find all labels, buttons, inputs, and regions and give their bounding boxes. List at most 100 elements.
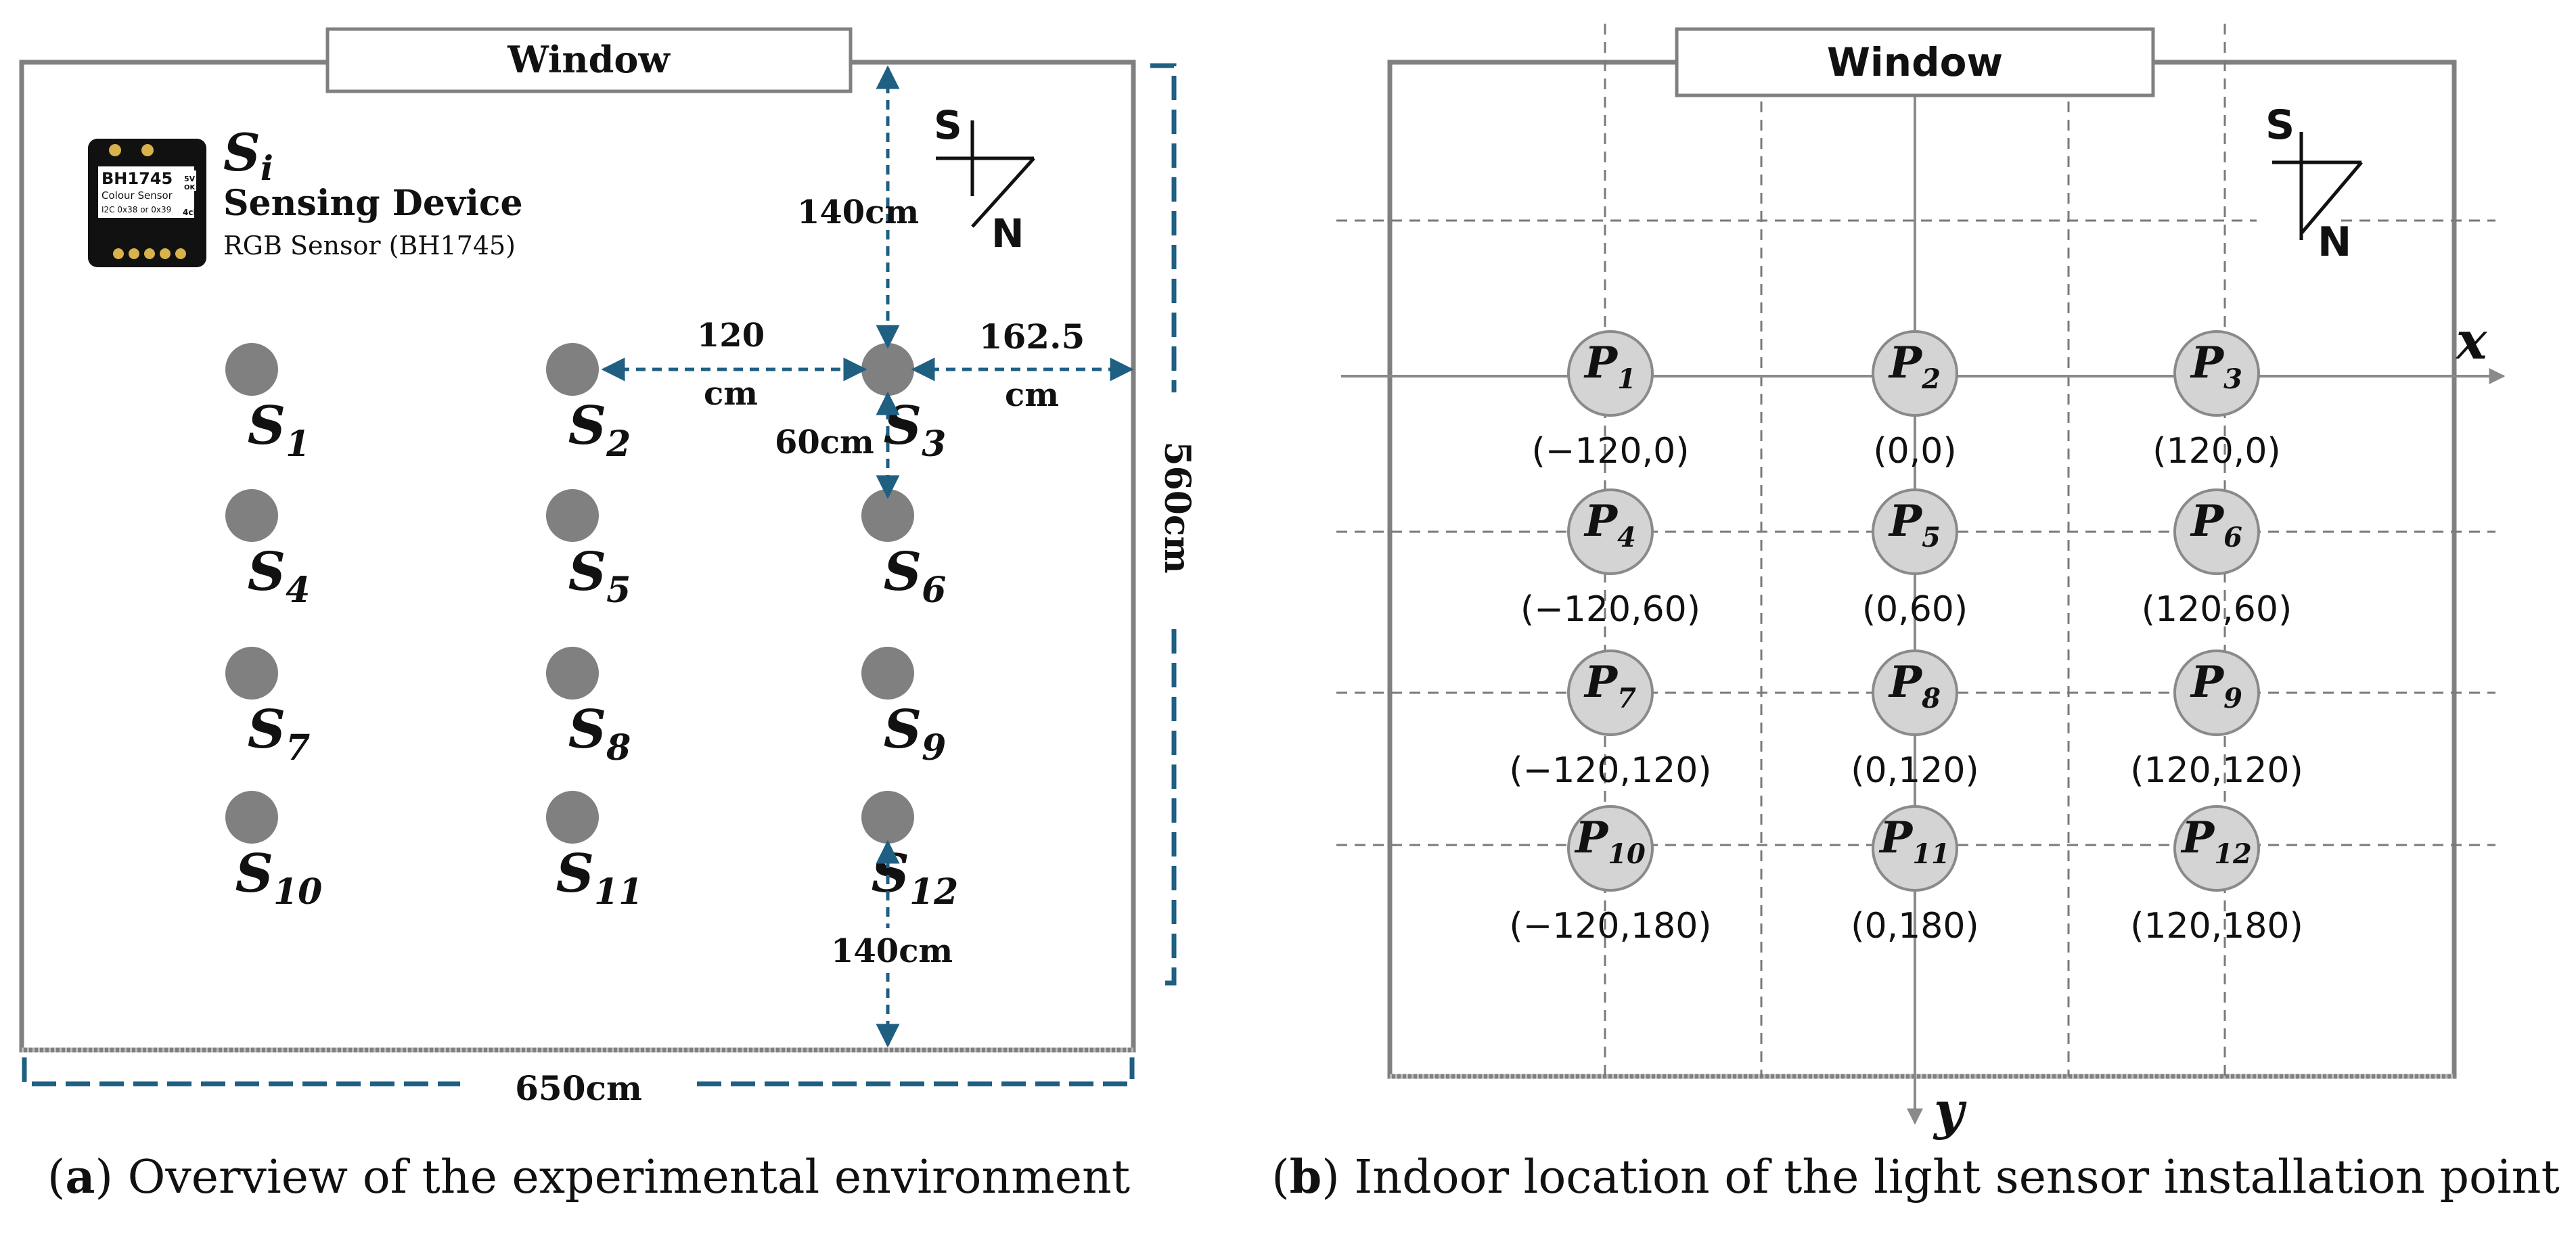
label-room-depth: 560cm [1156, 441, 1198, 573]
sensor-label-10: S10 [235, 843, 323, 913]
point-coord-11: (0,180) [1851, 906, 1979, 946]
sensor-dot-1 [225, 343, 278, 396]
bracket-width-right [697, 1057, 1135, 1087]
compass-n-label: N [991, 210, 1024, 256]
compass-n-label-b: N [2318, 219, 2351, 266]
panel-b-sensor-installation-points: x y Window S N P1(−120,0)P2(0,0)P3(120,0… [1271, 24, 2560, 1204]
point-coord-2: (0,0) [1873, 431, 1956, 472]
point-label-3: P3 [2190, 338, 2242, 395]
point-label-1: P1 [1583, 338, 1636, 395]
point-coord-9: (120,120) [2130, 750, 2303, 791]
point-label-7: P7 [1583, 657, 1636, 714]
label-bottom-gap: 140cm [831, 932, 953, 970]
sensor-dot-3 [861, 343, 914, 396]
chip-tag-3: OK [184, 184, 196, 191]
label-spacing-x-2: cm [704, 375, 758, 413]
window-box-b [1675, 27, 2155, 97]
sensor-dot-4 [225, 489, 278, 542]
sensor-dot-7 [225, 647, 278, 700]
point-circle-7 [1567, 649, 1654, 736]
point-label-9: P9 [2190, 657, 2242, 714]
point-circle-6 [2173, 488, 2260, 575]
point-circle-8 [1872, 649, 1958, 736]
sensor-chip-icon: A00K-L BH1745 Colour Sensor I2C 0x38 or … [88, 139, 206, 267]
panel-a-experimental-environment: Window S N A00K-L BH1745 Colour Sensor I… [19, 27, 1198, 1204]
point-label-4: P4 [1583, 496, 1636, 553]
point-coord-4: (−120,60) [1520, 589, 1700, 630]
chip-tag-4: 4ch [183, 208, 199, 217]
point-circle-4 [1567, 488, 1654, 575]
window-label-b: Window [1827, 39, 2003, 85]
chip-brand: pimoroni.com [100, 226, 194, 240]
compass-icon: S N [934, 102, 1035, 256]
window-label: Window [507, 38, 671, 81]
point-coord-6: (120,60) [2142, 589, 2292, 630]
chip-line-1: BH1745 [101, 169, 173, 188]
point-circle-5 [1872, 488, 1958, 575]
point-label-8: P8 [1888, 657, 1941, 714]
bracket-depth-bottom [1157, 629, 1177, 986]
compass-s-label: S [934, 102, 962, 148]
device-symbol: Si [223, 122, 273, 188]
point-coord-3: (120,0) [2152, 431, 2280, 472]
x-axis-label: x [2455, 311, 2488, 371]
sensor-dot-10 [225, 791, 278, 844]
point-label-12: P12 [2180, 813, 2252, 870]
label-room-width: 650cm [515, 1068, 642, 1108]
point-circle-1 [1567, 330, 1654, 417]
point-circle-12 [2173, 805, 2260, 892]
compass-icon-b: S N [2257, 101, 2363, 266]
sensor-dot-11 [546, 791, 599, 844]
device-subtitle: RGB Sensor (BH1745) [223, 231, 516, 260]
chip-line-3: I2C 0x38 or 0x39 [101, 205, 171, 214]
dashed-grid [1336, 24, 2495, 1076]
sensor-label-12: S12 [872, 843, 959, 913]
point-label-5: P5 [1888, 496, 1941, 553]
point-coord-12: (120,180) [2130, 906, 2303, 946]
point-circle-11 [1872, 805, 1958, 892]
sensor-dot-5 [546, 489, 599, 542]
window-box [325, 27, 853, 93]
caption-b: (b) Indoor location of the light sensor … [1271, 1150, 2560, 1204]
point-label-6: P6 [2190, 496, 2242, 553]
point-group: P1(−120,0)P2(0,0)P3(120,0)P4(−120,60)P5(… [1509, 330, 2303, 946]
sensor-dot-6 [861, 489, 914, 542]
point-coord-5: (0,60) [1862, 589, 1968, 630]
label-spacing-x-1: 120 [697, 317, 765, 355]
sensor-label-7: S7 [248, 699, 311, 769]
label-top-gap: 140cm [797, 193, 919, 231]
caption-a: (a) Overview of the experimental environ… [47, 1150, 1130, 1204]
point-label-11: P11 [1878, 813, 1950, 870]
sensor-label-6: S6 [884, 541, 947, 611]
point-coord-7: (−120,120) [1509, 750, 1711, 791]
compass-s-label-b: S [2265, 101, 2295, 149]
chip-line-2: Colour Sensor [101, 189, 173, 202]
point-coord-8: (0,120) [1851, 750, 1979, 791]
sensor-label-9: S9 [884, 699, 947, 769]
sensor-label-8: S8 [568, 699, 631, 769]
device-title: Sensing Device [223, 183, 523, 224]
label-spacing-y: 60cm [775, 424, 874, 461]
point-circle-2 [1872, 330, 1958, 417]
point-coord-10: (−120,180) [1509, 906, 1711, 946]
bracket-width-left [22, 1057, 460, 1087]
label-right-gap-1: 162.5 [979, 317, 1085, 357]
point-coord-1: (−120,0) [1531, 431, 1689, 472]
sensor-dot-2 [546, 343, 599, 396]
room-dimension-brackets [22, 63, 1177, 1087]
sensor-label-2: S2 [568, 395, 631, 465]
point-circle-10 [1567, 805, 1654, 892]
sensor-dot-12 [861, 791, 914, 844]
sensor-label-5: S5 [568, 541, 631, 611]
sensor-label-1: S1 [248, 395, 311, 465]
dimension-arrows [601, 65, 1134, 1048]
sensor-dot-9 [861, 647, 914, 700]
chip-tag-2: 5V [184, 175, 196, 183]
sensor-label-11: S11 [556, 843, 643, 913]
y-axis-label: y [1933, 1080, 1967, 1141]
sensor-label-3: S3 [884, 395, 947, 465]
label-right-gap-2: cm [1005, 376, 1059, 414]
chip-tag-1: A00K-L [166, 148, 200, 158]
point-label-10: P10 [1574, 813, 1646, 870]
